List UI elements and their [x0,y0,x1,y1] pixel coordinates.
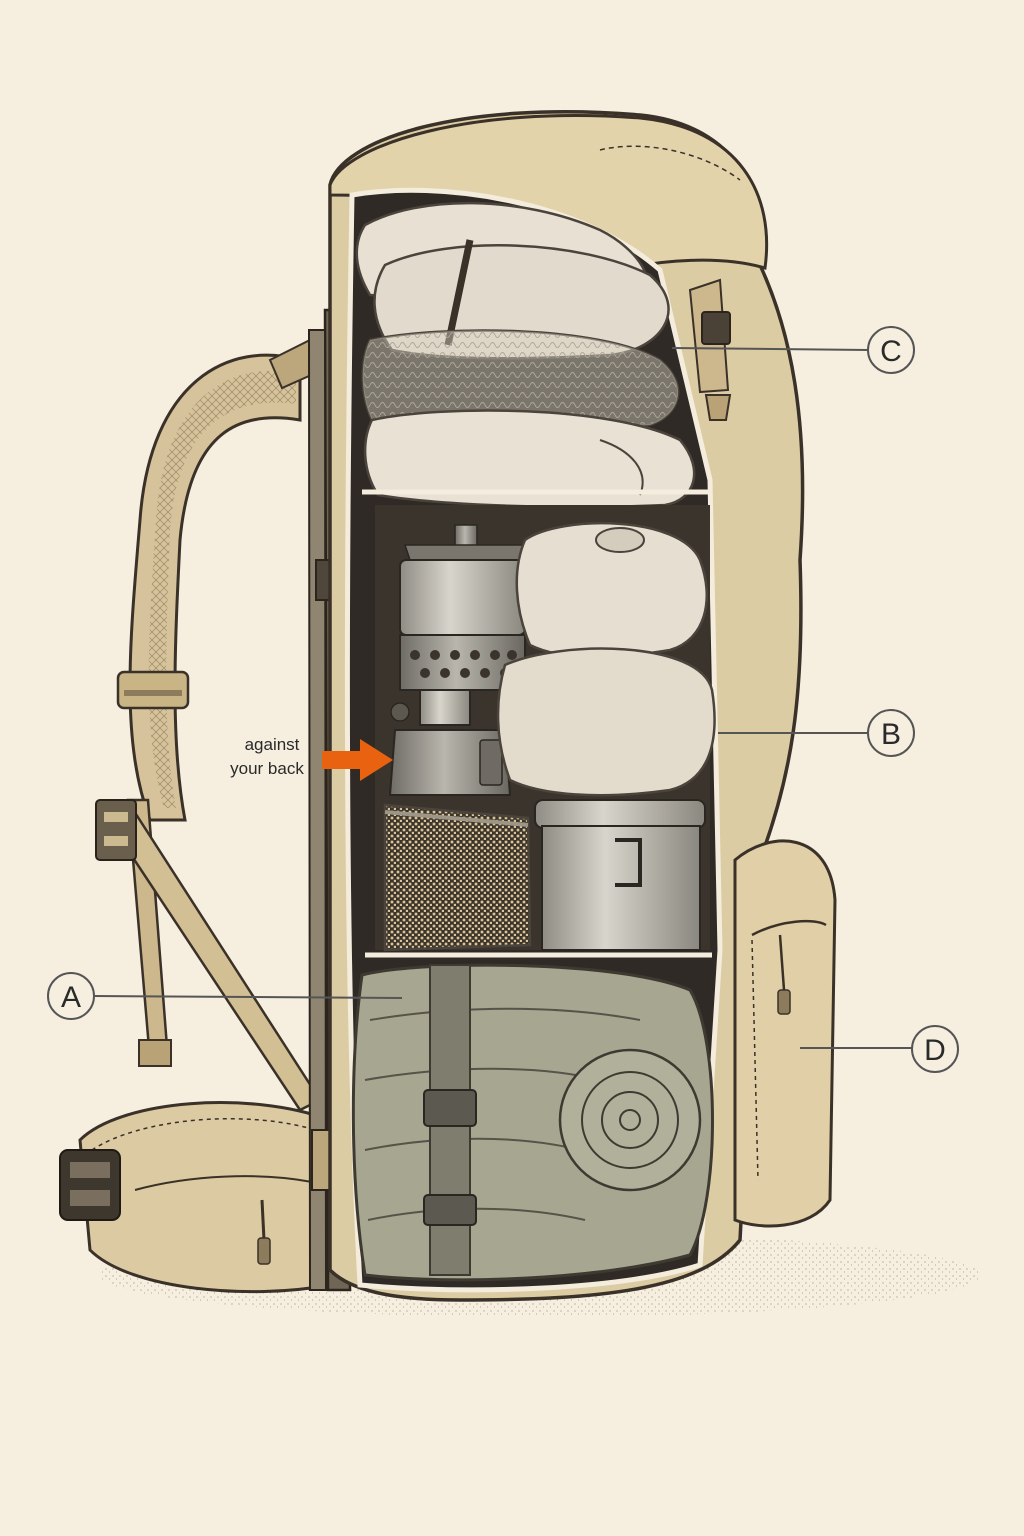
callout-d-circle [911,1025,959,1073]
cook-pot [534,799,706,951]
annotation-line-2: your back [230,759,304,778]
callout-d-label: D [924,1034,946,1067]
callout-b: B [867,709,915,757]
leader-line-c [671,347,869,351]
shoulder-strap [95,338,322,1112]
annotation-line-1: against [245,735,300,754]
side-pocket [733,839,837,1228]
callout-leader-lines [93,347,912,1049]
callout-a: A [47,972,95,1020]
leader-line-a [93,995,403,999]
camp-stove [388,524,527,796]
middle-compartment-kitchen [365,505,716,958]
top-compartment-clothing [355,201,710,509]
hip-belt [59,1101,332,1294]
callout-d: D [911,1025,959,1073]
callout-b-label: B [881,718,901,751]
callout-a-circle [47,972,95,1020]
callout-c-label: C [880,335,902,368]
callout-a-label: A [61,981,81,1014]
callout-b-circle [867,709,915,757]
food-bag [383,803,532,952]
callout-c: C [867,326,915,374]
callout-c-circle [867,326,915,374]
against-your-back-annotation: against your back [230,735,393,781]
orange-arrow-icon [322,739,393,781]
stuff-sacks [496,522,716,797]
bottom-compartment-sleeping-bag [351,963,714,1282]
